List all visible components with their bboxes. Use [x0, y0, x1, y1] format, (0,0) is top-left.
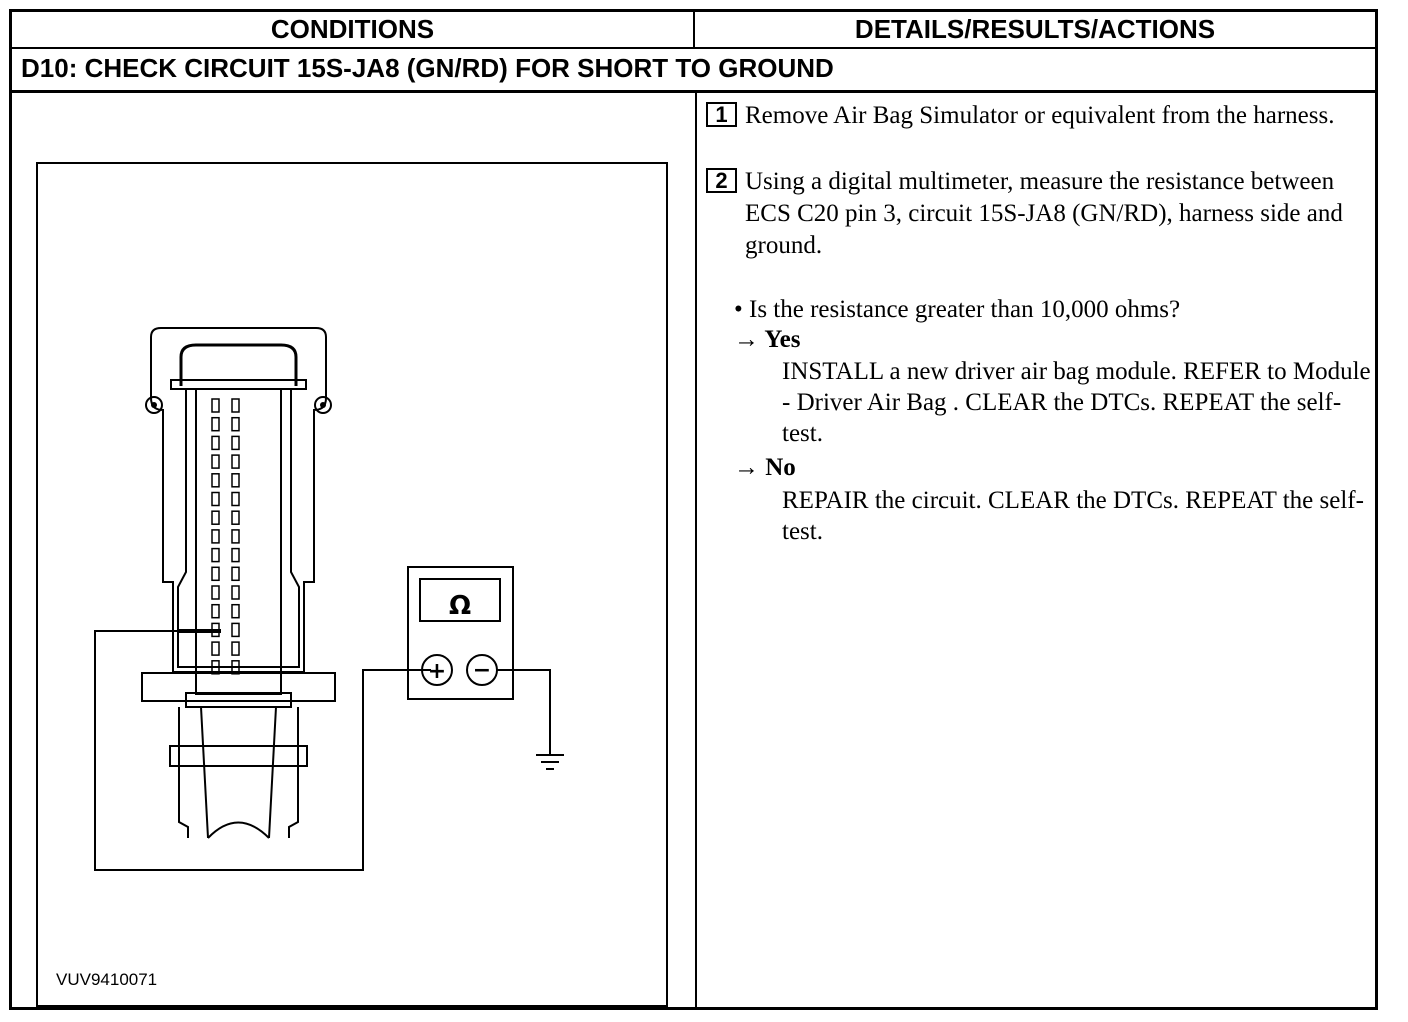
answer-yes-action: INSTALL a new driver air bag module. REF… [782, 358, 1371, 447]
pin-cavity [211, 473, 220, 488]
pin-cavity [211, 454, 220, 469]
pin-cavity [231, 454, 240, 469]
connector-collar [141, 672, 336, 702]
mounting-ear-right [314, 396, 332, 414]
details-column: 1 Remove Air Bag Simulator or equivalent… [704, 100, 1374, 1000]
meter-positive-jack [421, 654, 453, 686]
pin-cavity [211, 435, 220, 451]
pin-cavity [211, 416, 220, 432]
pin-cavity [211, 603, 220, 619]
figure-border [36, 162, 668, 1007]
connector-pins [211, 398, 240, 675]
pin-cavity [231, 547, 240, 563]
details-header: DETAILS/RESULTS/ACTIONS [854, 14, 1216, 44]
pin-cavity [231, 473, 240, 488]
figure-id: VUV9410071 [56, 970, 158, 989]
test-step-table: CONDITIONS DETAILS/RESULTS/ACTIONS D10: … [9, 9, 1378, 1010]
meter-positive-symbol: + [428, 659, 446, 684]
pin-cavity [231, 529, 240, 544]
pin-cavity [211, 510, 220, 525]
answer-no-label: → No [734, 454, 796, 481]
meter-negative-symbol: − [473, 658, 491, 683]
mounting-ear-left [145, 396, 163, 414]
test-step-title-row: D10: CHECK CIRCUIT 15S-JA8 (GN/RD) FOR S… [12, 49, 1375, 93]
pin-cavity [231, 641, 240, 656]
step-number-1: 1 [706, 102, 737, 127]
pin-cavity [231, 398, 240, 413]
pin-cavity [231, 435, 240, 451]
resistance-question: • Is the resistance greater than 10,000 … [734, 296, 1181, 323]
answer-no-action: REPAIR the circuit. CLEAR the DTCs. REPE… [782, 487, 1364, 545]
pin-cavity [211, 641, 220, 656]
meter-ohm-symbol: Ω [449, 591, 471, 621]
step-1-text: Remove Air Bag Simulator or equivalent f… [745, 102, 1335, 129]
pin-cavity [231, 622, 240, 638]
pin-cavity [231, 585, 240, 600]
answer-yes-label: → Yes [734, 326, 801, 353]
step-number-2: 2 [706, 168, 737, 193]
pin-cavity [231, 510, 240, 525]
pin-cavity [211, 566, 220, 582]
column-divider [695, 93, 697, 1007]
pin-cavity [211, 529, 220, 544]
pin-cavity [231, 566, 240, 582]
connector-test-figure: Ω + − VUV9410071 [36, 162, 668, 1007]
table-header-row: CONDITIONS DETAILS/RESULTS/ACTIONS [12, 12, 1375, 49]
connector-diagram: Ω + − [36, 162, 668, 1007]
ground-symbol [536, 754, 564, 770]
digital-multimeter [407, 566, 514, 700]
pin-cavity [211, 491, 220, 507]
pin-cavity [231, 416, 240, 432]
pin-cavity [231, 491, 240, 507]
meter-display [419, 578, 501, 622]
step-2-text: Using a digital multimeter, measure the … [745, 168, 1343, 259]
pin-cavity [211, 547, 220, 563]
pin-cavity [211, 585, 220, 600]
pin-cavity [211, 398, 220, 413]
pin-cavity [231, 603, 240, 619]
positive-test-lead [94, 630, 431, 871]
ground-lead [497, 669, 551, 755]
test-step-title: D10: CHECK CIRCUIT 15S-JA8 (GN/RD) FOR S… [21, 53, 834, 83]
conditions-header: CONDITIONS [12, 12, 695, 47]
